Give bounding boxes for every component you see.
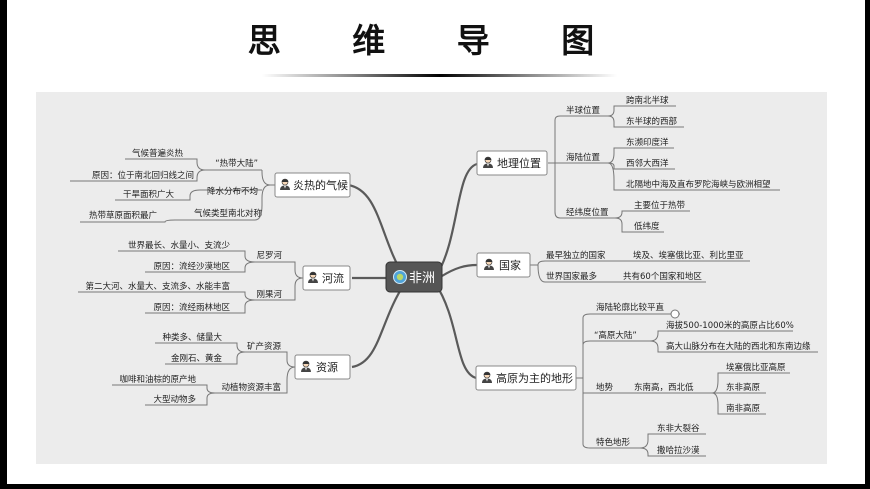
topic-mineral-variety[interactable]: 种类多、储量大: [162, 332, 222, 343]
climate-subtopics: “热带大陆” 气候普遍炎热 原因：位于南北回归线之间 降水分布不均 干旱面积广大…: [89, 148, 263, 221]
trunk-lines: [347, 162, 478, 380]
topic-south-plateau[interactable]: 南非高原: [726, 403, 760, 414]
topic-tropical-mainland[interactable]: “热带大陆”: [215, 158, 258, 169]
branch-location[interactable]: 地理位置: [476, 150, 548, 176]
topic-coastline[interactable]: 海陆轮廓比较平直: [596, 302, 665, 313]
location-subtopics: 半球位置 跨南北半球 东半球的西部 海陆位置 东濒印度洋 西邻大西洋 北隔地中海…: [566, 95, 771, 232]
topic-indian-ocean[interactable]: 东濒印度洋: [626, 137, 669, 148]
topic-nile[interactable]: 尼罗河: [256, 250, 282, 261]
branch-terrain[interactable]: 高原为主的地形: [475, 365, 577, 391]
topic-plateau-share[interactable]: 海拔500-1000米的高原占比60%: [666, 320, 794, 331]
topic-mountains[interactable]: 高大山脉分布在大陆的西北和东南边缘: [666, 341, 811, 352]
center-node[interactable]: 非洲: [385, 261, 443, 293]
topic-low-lat[interactable]: 低纬度: [634, 221, 660, 232]
topic-east-west[interactable]: 东半球的西部: [626, 116, 678, 127]
branch-terrain-label: 高原为主的地形: [496, 371, 573, 385]
topic-cause-latitude[interactable]: 原因：位于南北回归线之间: [92, 170, 194, 181]
topic-congo[interactable]: 刚果河: [256, 289, 282, 300]
topic-rift-valley[interactable]: 东非大裂谷: [657, 423, 700, 434]
topic-latitude[interactable]: 经纬度位置: [566, 207, 609, 218]
page-title: 思 维 导 图: [247, 21, 625, 60]
topic-uneven-rain[interactable]: 降水分布不均: [207, 186, 258, 197]
branch-countries-label: 国家: [499, 258, 521, 272]
branch-resources-label: 资源: [316, 360, 338, 374]
topic-mineral[interactable]: 矿产资源: [247, 341, 282, 352]
topic-tropics[interactable]: 主要位于热带: [634, 200, 686, 211]
topic-biological[interactable]: 动植物资源丰富: [221, 382, 281, 393]
topic-hemisphere[interactable]: 半球位置: [566, 105, 601, 116]
topic-ethiopian-plateau[interactable]: 埃塞俄比亚高原: [726, 362, 786, 373]
connector-lines: [70, 105, 818, 457]
branch-countries[interactable]: 国家: [476, 252, 531, 278]
branch-resources[interactable]: 资源: [294, 354, 351, 380]
topic-sahara[interactable]: 撒哈拉沙漠: [657, 445, 700, 456]
countries-subtopics: 最早独立的国家 埃及、埃塞俄比亚、利比里亚 世界国家最多 共有60个国家和地区: [546, 250, 744, 282]
topic-nile-cause[interactable]: 原因：流经沙漠地区: [153, 261, 230, 272]
branch-location-label: 地理位置: [497, 156, 541, 170]
topic-diamond-gold[interactable]: 金刚石、黄金: [171, 353, 223, 364]
topic-plateau-continent[interactable]: “高原大陆”: [594, 330, 637, 341]
topic-coffee-palm[interactable]: 咖啡和油棕的原产地: [119, 374, 196, 385]
topic-relief[interactable]: 地势: [596, 382, 614, 393]
topic-earliest-list[interactable]: 埃及、埃塞俄比亚、利比里亚: [633, 250, 744, 261]
branch-climate-label: 炎热的气候: [293, 178, 348, 192]
center-label: 非洲: [409, 271, 435, 286]
topic-zones-symmetric[interactable]: 气候类型南北对称: [194, 208, 263, 219]
topic-earliest-independent[interactable]: 最早独立的国家: [546, 250, 606, 261]
topic-high-east[interactable]: 东南高，西北低: [634, 382, 694, 393]
topic-east-plateau[interactable]: 东非高原: [726, 382, 760, 393]
branch-rivers[interactable]: 河流: [302, 265, 351, 291]
collapse-toggle-icon[interactable]: [670, 309, 680, 319]
title-underline: [262, 74, 617, 77]
rivers-subtopics: 尼罗河 世界最长、水量小、支流少 原因：流经沙漠地区 刚果河 第二大河、水量大、…: [85, 240, 282, 313]
branch-rivers-label: 河流: [322, 271, 344, 285]
topic-savanna-largest[interactable]: 热带草原面积最广: [89, 210, 157, 221]
topic-atlantic[interactable]: 西邻大西洋: [626, 158, 669, 169]
topic-spans-ns[interactable]: 跨南北半球: [626, 95, 669, 106]
terrain-subtopics: 海陆轮廓比较平直 “高原大陆” 海拔500-1000米的高原占比60% 高大山脉…: [594, 302, 811, 456]
topic-congo-feature[interactable]: 第二大河、水量大、支流多、水能丰富: [85, 281, 230, 292]
topic-dry-area[interactable]: 干旱面积广大: [123, 189, 175, 200]
globe-icon: [393, 270, 407, 284]
topic-mediterranean[interactable]: 北隔地中海及直布罗陀海峡与欧洲相望: [626, 179, 771, 190]
topic-sea-land[interactable]: 海陆位置: [566, 152, 601, 163]
topic-most-countries[interactable]: 世界国家最多: [546, 271, 598, 282]
topic-special[interactable]: 特色地形: [596, 437, 631, 448]
resources-subtopics: 矿产资源 种类多、储量大 金刚石、黄金 动植物资源丰富 咖啡和油棕的原产地 大型…: [119, 332, 281, 405]
topic-count[interactable]: 共有60个国家和地区: [623, 271, 702, 282]
branch-climate[interactable]: 炎热的气候: [274, 172, 351, 198]
topic-universally-hot[interactable]: 气候普遍炎热: [132, 148, 184, 159]
topic-large-animals[interactable]: 大型动物多: [153, 394, 196, 405]
topic-congo-cause[interactable]: 原因：流经雨林地区: [153, 302, 230, 313]
topic-nile-feature[interactable]: 世界最长、水量小、支流少: [128, 240, 231, 251]
